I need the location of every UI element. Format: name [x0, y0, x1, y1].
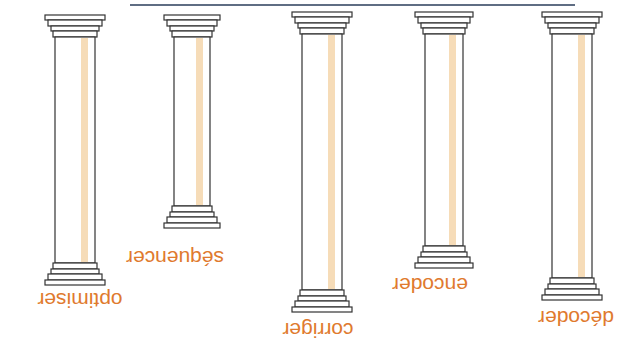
column-drawing [164, 15, 220, 228]
column-drawing [292, 12, 352, 312]
column-drawing [45, 15, 105, 285]
column-label: séquencer [126, 246, 224, 269]
column-drawing [415, 12, 473, 268]
column-label: encoder [392, 273, 468, 296]
column-drawing [542, 12, 602, 300]
column-label: optimiser [37, 288, 122, 311]
column-label: corriger [282, 318, 353, 341]
top-rule [130, 4, 575, 6]
column-label: décoder [538, 306, 614, 329]
